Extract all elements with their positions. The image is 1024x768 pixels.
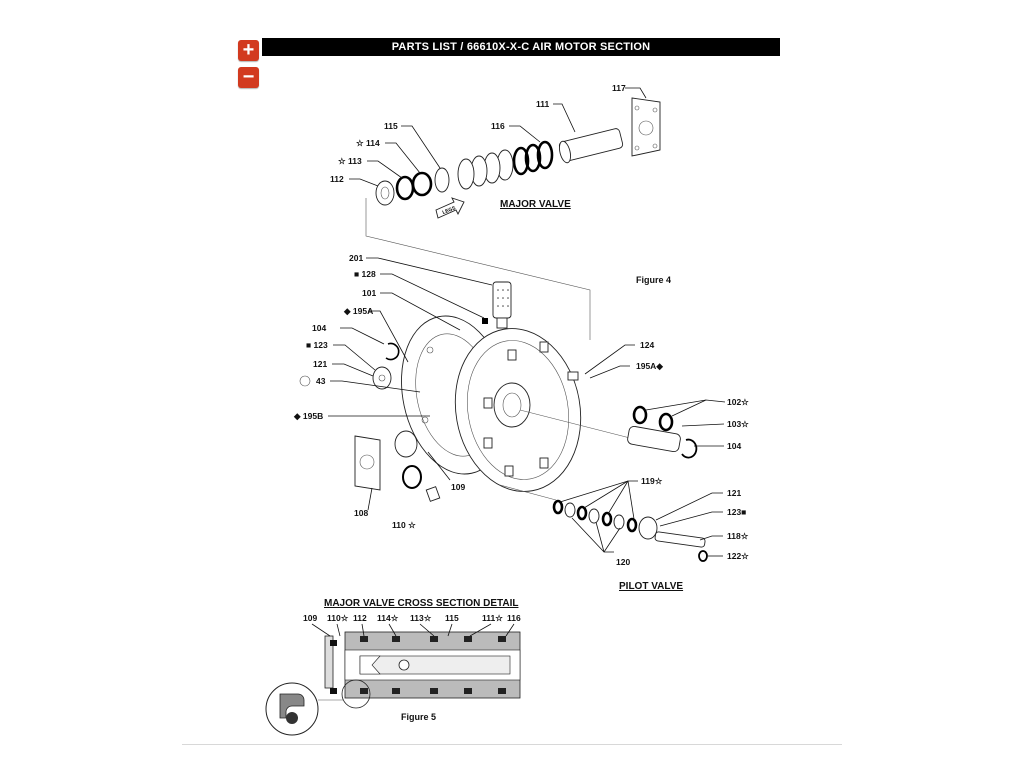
- label-cs-112: 112: [353, 613, 367, 623]
- label-128: ■ 128: [354, 269, 376, 279]
- label-117: 117: [612, 83, 626, 93]
- muffler-201: [492, 281, 512, 319]
- label-115: 115: [384, 121, 398, 131]
- label-118: 118☆: [727, 531, 750, 541]
- label-cs-116: 116: [507, 613, 521, 623]
- cross-section-title: MAJOR VALVE CROSS SECTION DETAIL: [324, 598, 518, 609]
- page-title: PARTS LIST / 66610X-X-C AIR MOTOR SECTIO…: [262, 38, 780, 56]
- pilot-sleeve-121: [372, 366, 392, 390]
- label-104-right: 104: [727, 441, 741, 451]
- major-valve-assembly: LEGS: [349, 87, 661, 219]
- label-120: 120: [616, 557, 630, 567]
- plate-117: [631, 97, 661, 157]
- label-195a-right: 195A◆: [636, 361, 664, 371]
- figure-5-caption: Figure 5: [401, 712, 436, 722]
- sleeve-103: [627, 425, 681, 453]
- label-102: 102☆: [727, 397, 750, 407]
- label-43: 43: [316, 376, 326, 386]
- label-124: 124: [640, 340, 654, 350]
- pilot-valve-title: PILOT VALVE: [619, 581, 683, 592]
- label-122: 122☆: [727, 551, 750, 561]
- label-201: 201: [349, 253, 363, 263]
- label-cs-109: 109: [303, 613, 317, 623]
- o-ring-114: [411, 171, 433, 197]
- label-119: 119☆: [641, 476, 664, 486]
- label-114: ☆ 114: [356, 138, 380, 148]
- gasket-108: [354, 435, 381, 491]
- label-cs-115: 115: [445, 613, 459, 623]
- label-109: 109: [451, 482, 465, 492]
- label-cs-110: 110☆: [327, 613, 350, 623]
- label-108: 108: [354, 508, 368, 518]
- label-104: 104: [312, 323, 326, 333]
- svg-text:LEGS: LEGS: [442, 205, 457, 216]
- callout-labels: 117 111 115 116 ☆ 114 ☆ 113 112 201 ■ 12…: [293, 83, 750, 623]
- o-ring-113: [395, 175, 415, 201]
- center-body-assembly: [299, 257, 635, 511]
- spacer-115: [434, 167, 450, 193]
- bolt-studs: [483, 341, 579, 477]
- label-195b: ◆ 195B: [293, 411, 323, 421]
- bushing-112: [375, 180, 395, 206]
- label-103: 103☆: [727, 419, 750, 429]
- spacer-stack-116: [457, 140, 554, 190]
- label-121: 121: [313, 359, 327, 369]
- label-195a: ◆ 195A: [343, 306, 373, 316]
- label-123-right: 123■: [727, 507, 746, 517]
- plug-128: [482, 318, 488, 324]
- cross-section-detail: [265, 623, 521, 736]
- figure-4-caption: Figure 4: [636, 275, 671, 285]
- zoom-in-button[interactable]: +: [238, 40, 259, 61]
- zoom-out-button[interactable]: −: [238, 67, 259, 88]
- label-121-right: 121: [727, 488, 741, 498]
- major-valve-title: MAJOR VALVE: [500, 199, 571, 210]
- pilot-sleeve-group: [519, 399, 726, 459]
- label-113: ☆ 113: [338, 156, 362, 166]
- bushing-109: [394, 430, 418, 458]
- pilot-pin-118: [654, 531, 706, 548]
- label-111: 111: [536, 99, 550, 109]
- label-123: ■ 123: [306, 340, 328, 350]
- label-cs-113: 113☆: [410, 613, 433, 623]
- label-112: 112: [330, 174, 344, 184]
- pilot-sleeve-121b: [638, 516, 658, 540]
- label-cs-114: 114☆: [377, 613, 400, 623]
- label-110: 110 ☆: [392, 520, 417, 530]
- detail-magnifier: [265, 682, 319, 736]
- label-116: 116: [491, 121, 505, 131]
- label-cs-111: 111☆: [482, 613, 504, 623]
- legs-arrow-icon: LEGS: [435, 197, 465, 219]
- label-101: 101: [362, 288, 376, 298]
- pilot-valve-assembly: [499, 480, 723, 562]
- page-bottom-divider: [182, 744, 842, 745]
